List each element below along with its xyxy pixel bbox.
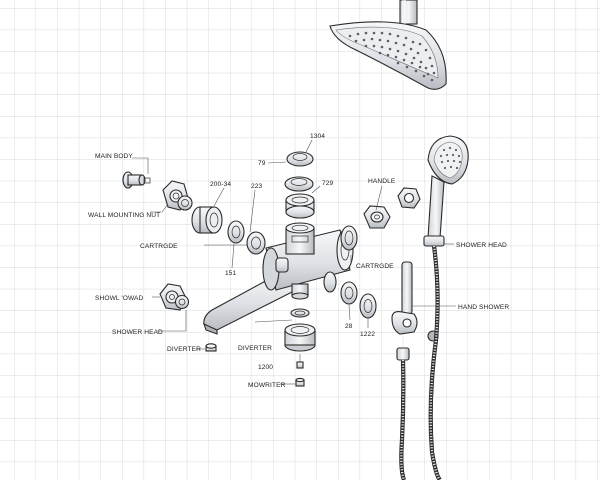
label-shower-head-left-upper: SHOWL 'OWAD bbox=[95, 295, 144, 302]
diverter-small-left bbox=[205, 343, 217, 352]
label-shower-head-left: SHOWER HEAD bbox=[112, 329, 163, 336]
hand-shower-holder bbox=[391, 261, 439, 342]
label-1222: 1222 bbox=[360, 331, 375, 338]
handle-nut-set bbox=[363, 187, 421, 229]
label-1200: 1200 bbox=[258, 364, 273, 371]
label-1304: 1304 bbox=[310, 133, 325, 140]
label-handle: HANDLE bbox=[368, 178, 396, 185]
label-729: 729 bbox=[322, 180, 334, 187]
label-cartridge-right: CARTRGDE bbox=[356, 263, 394, 270]
label-hand-shower: HAND SHOWER bbox=[458, 304, 509, 311]
main-body-fitting bbox=[122, 171, 151, 189]
mowriter-small-part bbox=[295, 361, 305, 387]
label-wall-mounting-nut: WALL MOUNTING NUT bbox=[88, 212, 160, 219]
label-main-body: MAIN BODY bbox=[95, 153, 133, 160]
label-diverter-left: DIVERTER bbox=[167, 346, 201, 353]
cartridge-rings-left bbox=[191, 206, 266, 255]
overhead-shower-head bbox=[329, 0, 447, 90]
hand-shower bbox=[423, 135, 469, 247]
callout-labels: MAIN BODY WALL MOUNTING NUT CARTRGDE SHO… bbox=[88, 133, 509, 389]
label-151: 151 bbox=[225, 270, 237, 277]
shower-hose bbox=[396, 245, 442, 480]
label-200-34: 200-34 bbox=[210, 181, 231, 188]
stacked-seals-top bbox=[284, 151, 315, 219]
label-79: 79 bbox=[258, 160, 266, 167]
diverter-cartridge-center bbox=[284, 308, 316, 352]
label-mowriter: MOWRITER bbox=[248, 382, 286, 389]
mixer-body bbox=[203, 222, 354, 335]
wall-mounting-nut bbox=[162, 180, 193, 211]
label-28: 28 bbox=[345, 323, 353, 330]
leader-lines bbox=[132, 139, 456, 385]
label-223: 223 bbox=[251, 183, 263, 190]
label-shower-head-right: SHOWER HEAD bbox=[456, 242, 507, 249]
shower-head-adapter-left bbox=[159, 283, 190, 311]
right-body-rings bbox=[340, 225, 377, 319]
label-cartridge-left: CARTRGDE bbox=[140, 243, 178, 250]
label-diverter-center: DIVERTER bbox=[238, 345, 272, 352]
